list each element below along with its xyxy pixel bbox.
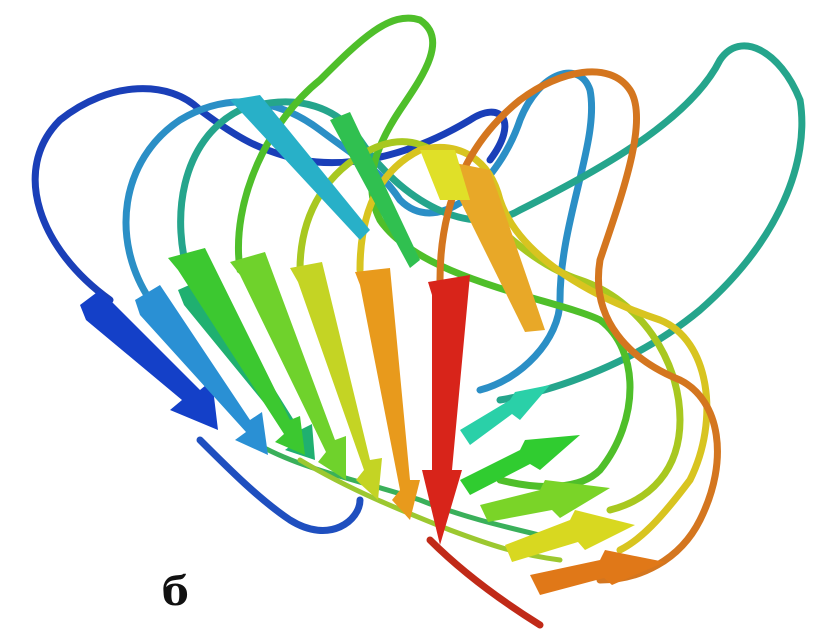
beta-strands-right — [460, 385, 665, 595]
strand-top-yellow — [420, 150, 470, 200]
arrow-cyan — [460, 385, 550, 445]
panel-label: б — [162, 568, 189, 615]
